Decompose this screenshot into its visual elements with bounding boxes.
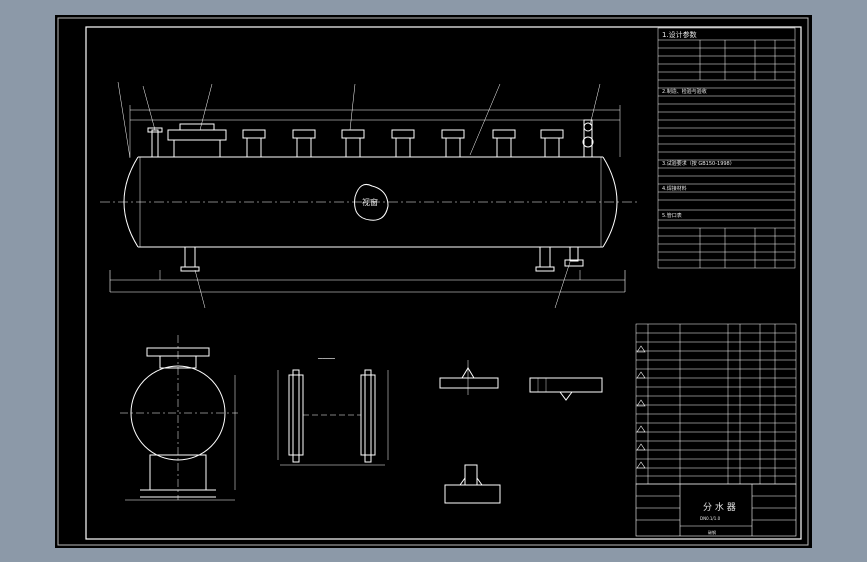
tech-section-title: 4.焊接材料 [662,185,687,192]
saddle-detail-caption: ━━━━━━━ [317,356,335,361]
tech-section-title: 5.管口表 [662,212,682,219]
triangle-marker-icon [636,345,646,469]
weld-details [439,360,603,504]
saddle-detail [277,369,389,466]
drawing-subtitle: DN0.1/1.0 [700,516,721,521]
tech-section-title: 3.试验要求（按 GB150-1998） [662,160,735,167]
window-label: 视窗 [362,197,378,207]
material-note: 碳钢 [708,529,716,535]
tech-data-table [657,27,796,269]
outer-border [57,17,809,546]
tech-table-section-titles: 1.设计参数 2.制造、检验与验收 3.试验要求（按 GB150-1998） 4… [662,30,735,219]
side-view [120,335,238,501]
main-vessel-elevation [100,81,640,309]
drawing-border [85,26,802,540]
parts-list-table [635,323,797,485]
drawing-title: 分 水 器 [703,501,736,513]
tech-section-title: 2.制造、检验与验收 [662,88,707,95]
tech-section-title: 1.设计参数 [662,30,697,39]
title-block [635,483,797,537]
